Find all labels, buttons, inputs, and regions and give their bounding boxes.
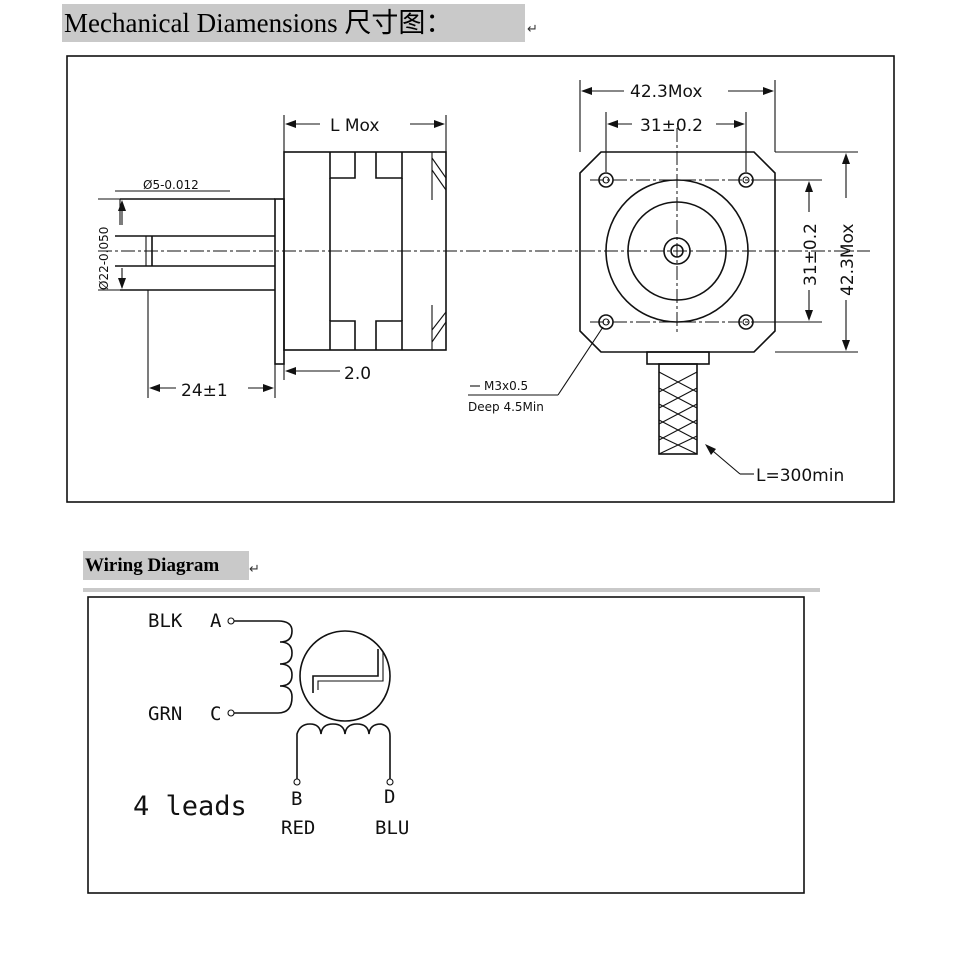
overall-height-dim: 42.3Mox <box>838 224 858 296</box>
motor-side-view <box>98 151 870 365</box>
hole-spacing-vertical-dim: 31±0.2 <box>801 223 821 286</box>
screw-thread-label: M3x0.5 <box>484 379 528 393</box>
cable-length-label: L=300min <box>756 466 844 486</box>
paragraph-mark: ↵ <box>249 562 260 577</box>
side-dimensions: L Mox Ø5-0.012 Ø22-0.050 24±1 2.0 <box>97 115 447 401</box>
front-dimensions: 42.3Mox 31±0.2 31±0.2 42.3Mox M3x0.5 Dee… <box>468 80 858 486</box>
shaft-diameter-dim: Ø5-0.012 <box>143 178 199 192</box>
drawing-frame <box>66 55 895 503</box>
overall-width-dim: 42.3Mox <box>630 82 702 102</box>
motor-front-view <box>579 128 776 455</box>
heading-rule <box>83 588 820 592</box>
hole-spacing-dim: 31±0.2 <box>640 116 703 136</box>
length-dim: L Mox <box>330 116 379 136</box>
screw-depth-label: Deep 4.5Min <box>468 400 544 414</box>
wiring-diagram-heading: Wiring Diagram <box>83 551 249 580</box>
shaft-length-dim: 24±1 <box>181 381 228 401</box>
boss-height-dim: 2.0 <box>344 364 371 384</box>
paragraph-mark: ↵ <box>527 22 538 37</box>
mechanical-dimensions-heading: Mechanical Diamensions 尺寸图： <box>62 4 525 42</box>
boss-diameter-dim: Ø22-0.050 <box>97 227 111 290</box>
